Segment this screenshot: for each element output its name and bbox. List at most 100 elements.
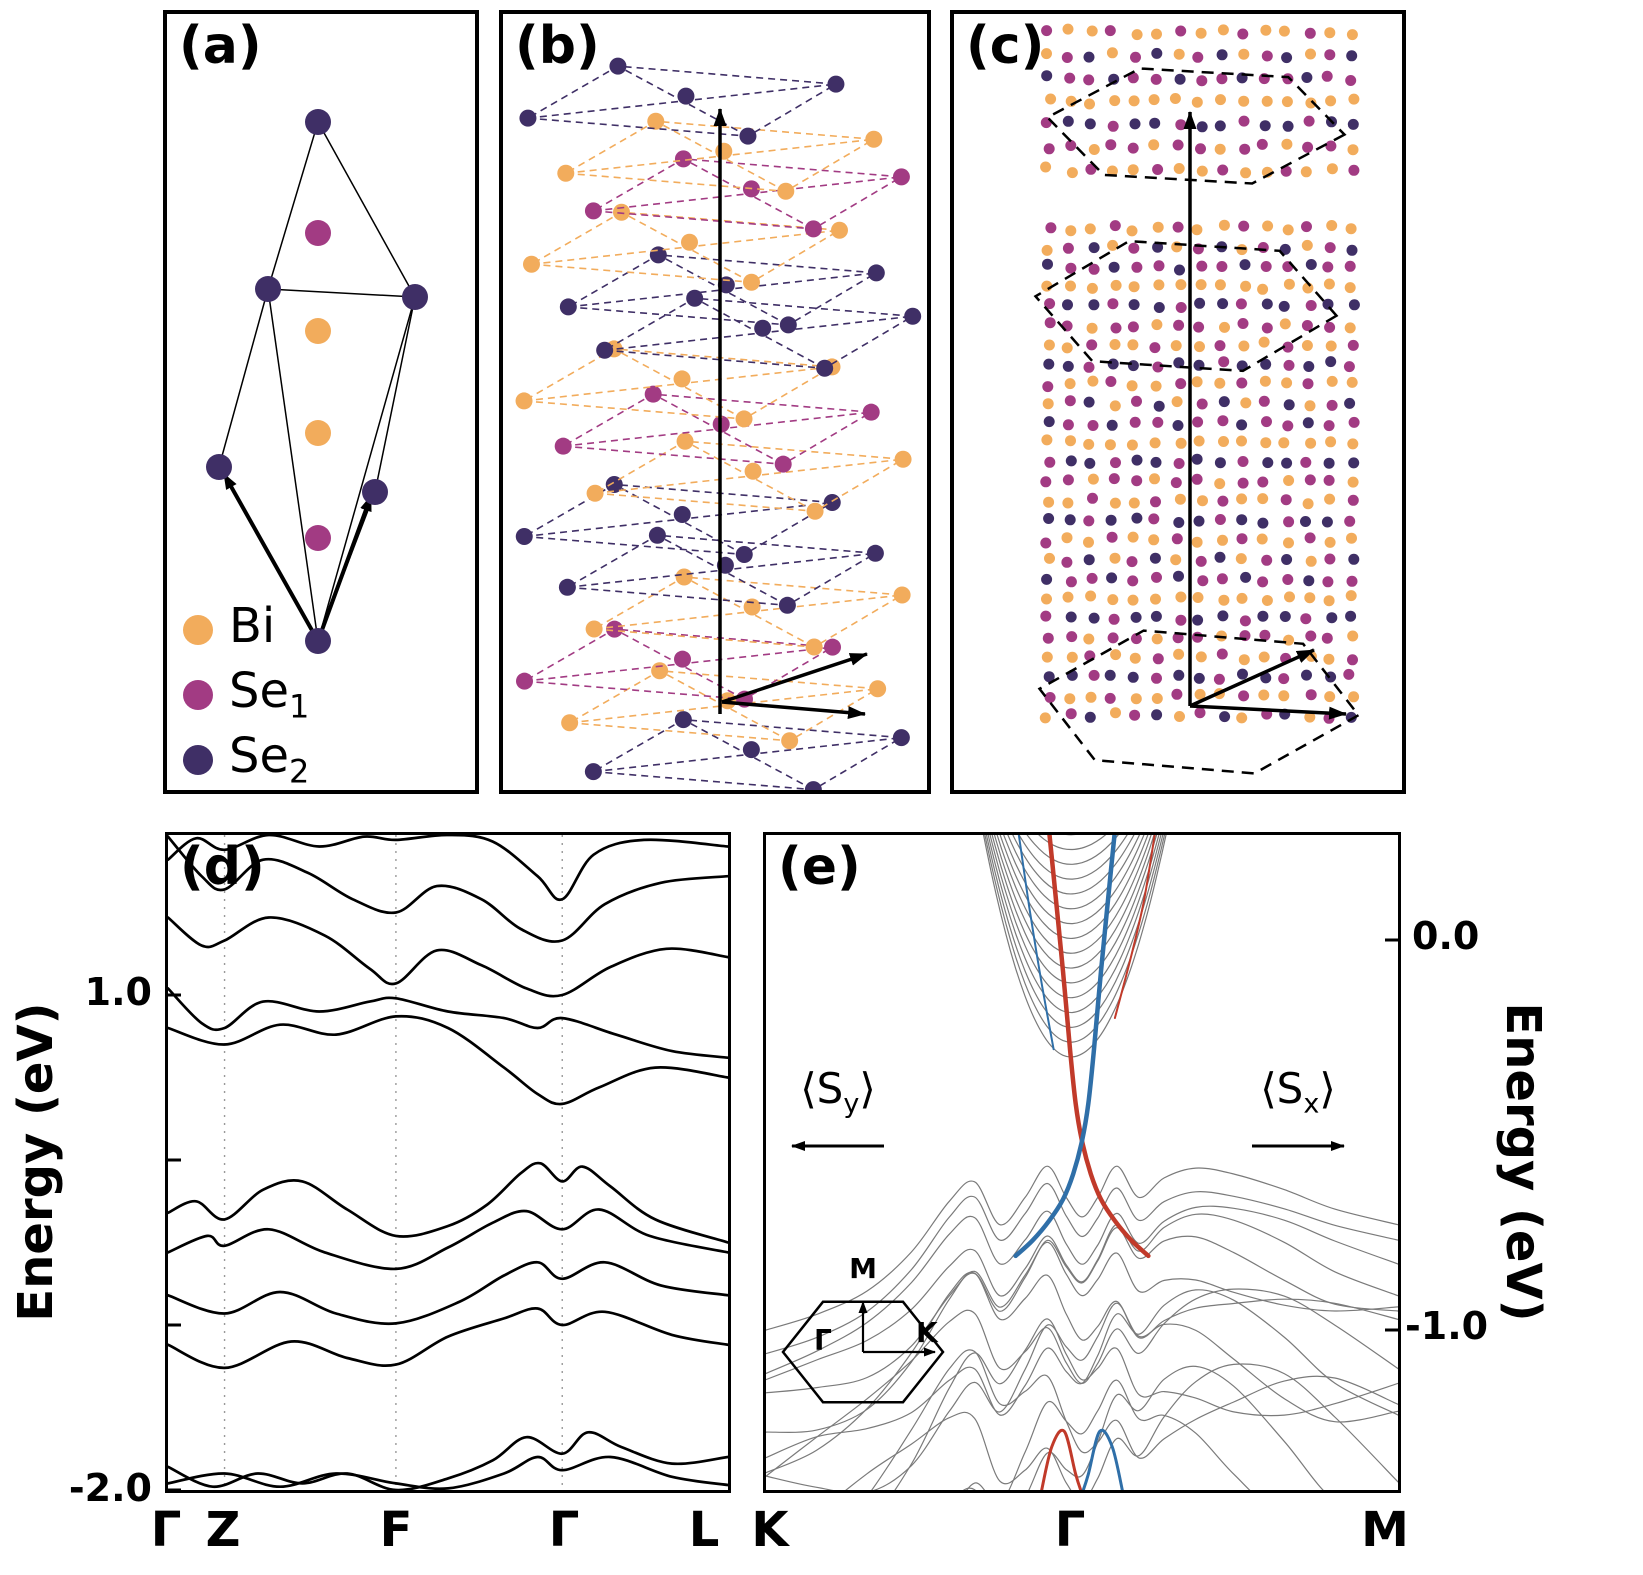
se2-color-swatch	[183, 744, 213, 775]
atom-bi	[894, 450, 912, 468]
bz-hexagon	[781, 1300, 945, 1404]
e-kpoint-k: K	[751, 1502, 789, 1558]
atom-se2	[584, 763, 602, 781]
atom-se2	[892, 729, 910, 747]
atom-bi	[806, 502, 824, 520]
atoms	[206, 109, 428, 654]
band-line	[168, 987, 728, 1060]
panel-label-c: (c)	[966, 16, 1045, 76]
atomic-layer-bi	[522, 203, 848, 291]
lattice-vector-arrows	[222, 473, 373, 642]
band-line	[168, 1014, 728, 1106]
atom-bi	[647, 112, 665, 130]
atom-bi	[515, 392, 533, 410]
bottom-arc-red	[1040, 1428, 1083, 1490]
band-line	[168, 1161, 728, 1244]
panel-d-bulk-bands: (d)	[165, 832, 731, 1493]
surface-state-blue	[1013, 835, 1117, 1259]
atom-se2	[867, 264, 885, 282]
e-y-axis-label: Energy (eV)	[1495, 1002, 1551, 1322]
d-kpoint-z: Z	[205, 1502, 241, 1558]
atom-bi	[893, 586, 911, 604]
atom-se1	[516, 672, 534, 690]
atom-bi	[781, 732, 799, 750]
strand-left-blue	[1017, 835, 1055, 1051]
atomic-layer-se2	[519, 57, 845, 145]
atom-se2	[609, 57, 627, 75]
atomic-layer-bi	[585, 568, 911, 656]
legend-label-se1: Se1	[229, 663, 310, 726]
atom-se1	[584, 202, 602, 220]
bulk-band-plot	[168, 835, 728, 1490]
atom-bi	[777, 182, 795, 200]
atomic-layer-bi	[561, 662, 887, 750]
inset-label-gamma: Γ	[814, 1324, 832, 1357]
lattice-vector-arrow	[1189, 704, 1347, 720]
atom-bi	[673, 370, 691, 388]
atomic-layer-bi	[557, 112, 883, 200]
atom-se2	[515, 527, 533, 545]
brillouin-zone-inset	[781, 1300, 945, 1404]
inset-label-k: K	[916, 1316, 938, 1349]
atom-se1	[305, 220, 331, 246]
atom-se2	[519, 109, 537, 127]
atom-se1	[305, 525, 331, 551]
atom-se1	[674, 650, 692, 668]
atomic-layer-se2	[515, 475, 841, 563]
atom-se1	[774, 455, 792, 473]
supercell-drawing	[1033, 23, 1361, 775]
legend-item-se1: Se1	[183, 667, 309, 723]
atom-bi	[557, 164, 575, 182]
atom-bi	[865, 130, 883, 148]
band-line	[168, 1307, 728, 1370]
bottom-arc-blue	[1081, 1428, 1124, 1490]
atom-se2	[823, 493, 841, 511]
atom-se2	[674, 711, 692, 729]
panel-label-a: (a)	[179, 16, 262, 76]
atom-bi	[585, 620, 603, 638]
panel-label-d: (d)	[180, 837, 265, 897]
atom-se1	[606, 620, 624, 638]
atomic-layer-se1	[584, 150, 910, 238]
atom-bi	[305, 420, 331, 446]
atom-dots	[1039, 23, 1360, 724]
surface-band-plot	[766, 835, 1398, 1490]
atomic-layer-se2	[584, 711, 910, 790]
band-line	[168, 1430, 728, 1490]
e-kpoint-m: M	[1361, 1502, 1409, 1558]
legend: Bi Se1 Se2	[183, 14, 491, 790]
atom-se2	[559, 298, 577, 316]
atom-se2	[596, 341, 614, 359]
atom-bi	[305, 318, 331, 344]
bi-color-swatch	[183, 614, 213, 645]
cell-hexagon	[1045, 67, 1347, 185]
atom-bi	[675, 568, 693, 586]
panel-a-primitive-cell: (a) Bi Se1 Se2	[163, 10, 479, 794]
atom-se2	[778, 596, 796, 614]
atom-bi	[742, 273, 760, 291]
atom-se2	[904, 307, 922, 325]
band-line	[168, 1455, 728, 1490]
panel-c-supercell: (c)	[950, 10, 1406, 794]
atomic-layer-se1	[554, 385, 880, 473]
lattice-vector-arrow	[721, 652, 868, 704]
atom-se2	[558, 578, 576, 596]
atom-bi	[743, 598, 761, 616]
atom-se1	[644, 385, 662, 403]
panel-b-layered-structure: (b)	[499, 10, 931, 794]
panel-e-surface-bands: (e)	[763, 832, 1401, 1493]
atom-se2	[362, 479, 388, 505]
atomic-layer-bi	[586, 432, 912, 520]
legend-label-bi: Bi	[229, 598, 276, 654]
bulk-band-continuum	[766, 835, 1398, 1490]
e-kpoint-gamma: Γ	[1054, 1502, 1086, 1558]
atom-bi	[869, 680, 887, 698]
d-y-axis-label: Energy (eV)	[8, 1002, 64, 1322]
atom-se2	[305, 628, 331, 654]
d-ytick--2.0: -2.0	[68, 1466, 152, 1510]
atomic-layer-se1	[516, 620, 842, 708]
atom-se2	[673, 505, 691, 523]
atom-se2	[735, 545, 753, 563]
atom-bi	[651, 662, 669, 680]
spin-y-label: ⟨Sy⟩	[800, 1064, 876, 1120]
